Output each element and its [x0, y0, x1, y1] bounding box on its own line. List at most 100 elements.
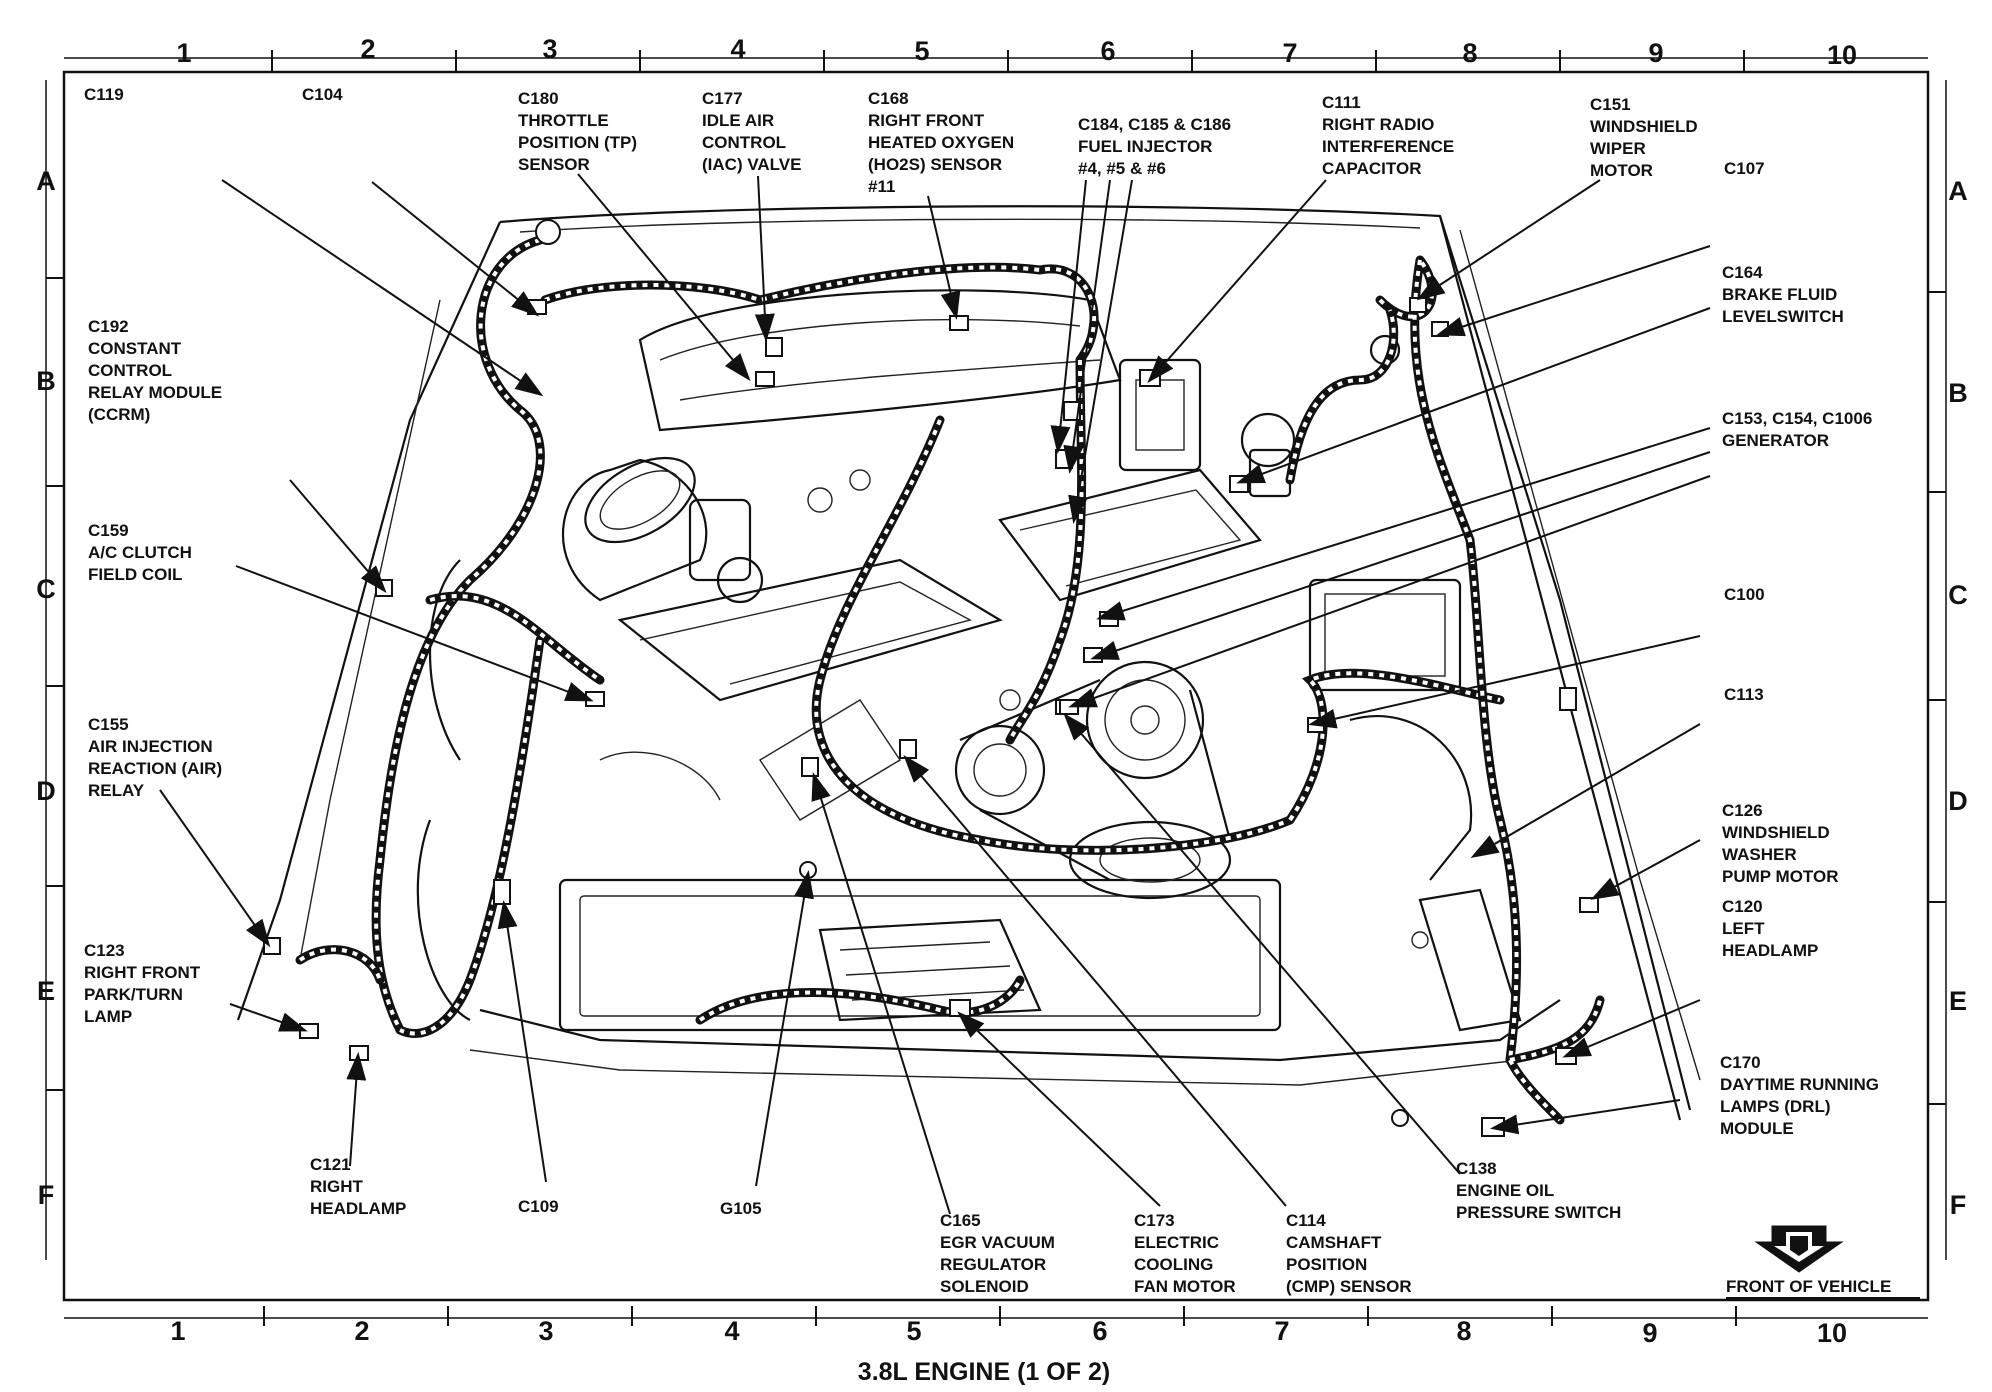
callout-c165: C165 EGR VACUUM REGULATOR SOLENOID: [940, 1211, 1055, 1296]
callout-line: #4, #5 & #6: [1078, 159, 1166, 178]
callout-line: C164: [1722, 263, 1763, 282]
callout-line: PRESSURE SWITCH: [1456, 1203, 1621, 1222]
callout-c113: C113: [1724, 685, 1764, 704]
callout-c109: C109: [518, 1197, 559, 1216]
callout-line: POSITION (TP): [518, 133, 637, 152]
column-label: 1: [176, 38, 191, 68]
row-label: A: [36, 166, 56, 196]
column-label: 10: [1817, 1318, 1847, 1348]
column-label: 3: [542, 34, 557, 64]
right-ruler: [1928, 80, 1947, 1260]
callout-line: AIR INJECTION: [88, 737, 213, 756]
top-ruler: [64, 50, 1928, 72]
callout-line: C153, C154, C1006: [1722, 409, 1872, 428]
callout-line: C107: [1724, 159, 1765, 178]
callout-c180: C180 THROTTLE POSITION (TP) SENSOR: [518, 89, 637, 174]
callout-line: REGULATOR: [940, 1255, 1046, 1274]
callout-line: C109: [518, 1197, 559, 1216]
callout-line: (IAC) VALVE: [702, 155, 801, 174]
connector: [765, 337, 783, 357]
callout-line: C113: [1724, 685, 1764, 704]
callout-c120: C120 LEFT HEADLAMP: [1722, 897, 1818, 960]
column-label: 2: [360, 34, 375, 64]
column-label: 7: [1274, 1316, 1289, 1346]
callout-line: ELECTRIC: [1134, 1233, 1219, 1252]
row-label: E: [1949, 986, 1967, 1016]
callout-line: SOLENOID: [940, 1277, 1029, 1296]
column-label: 4: [724, 1316, 739, 1346]
callout-line: RIGHT FRONT: [868, 111, 985, 130]
callout-line: RIGHT FRONT: [84, 963, 201, 982]
callout-line: CONSTANT: [88, 339, 182, 358]
column-label: 5: [906, 1316, 921, 1346]
callout-line: ENGINE OIL: [1456, 1181, 1554, 1200]
callout-line: LAMP: [84, 1007, 132, 1026]
callout-line: C192: [88, 317, 129, 336]
callout-line: THROTTLE: [518, 111, 609, 130]
connector: [1055, 449, 1073, 469]
leader-lines: [159, 173, 1711, 1215]
row-labels-left: A B C D E F: [36, 166, 56, 1210]
callout-c114: C114 CAMSHAFT POSITION (CMP) SENSOR: [1286, 1211, 1412, 1296]
connector: [1229, 475, 1249, 493]
callout-line: EGR VACUUM: [940, 1233, 1055, 1252]
connector: [1059, 699, 1079, 715]
callout-line: CONTROL: [702, 133, 786, 152]
callout-line: C111: [1322, 93, 1361, 112]
connector: [899, 739, 917, 759]
callout-line: PARK/TURN: [84, 985, 183, 1004]
connector: [1307, 717, 1325, 733]
connector: [299, 1023, 319, 1039]
callout-line: RELAY MODULE: [88, 383, 222, 402]
column-labels-top: 1 2 3 4 5 6 7 8 9 10: [176, 34, 1857, 70]
callout-line: C100: [1724, 585, 1765, 604]
callout-line: FAN MOTOR: [1134, 1277, 1236, 1296]
connector: [949, 315, 969, 331]
column-label: 9: [1648, 38, 1663, 68]
front-of-vehicle-indicator: FRONT OF VEHICLE: [1726, 1225, 1920, 1299]
column-label: 4: [730, 34, 745, 64]
connector: [755, 371, 775, 387]
callout-line: REACTION (AIR): [88, 759, 222, 778]
callout-line: LEFT: [1722, 919, 1765, 938]
callout-line: C120: [1722, 897, 1763, 916]
callout-c184: C184, C185 & C186 FUEL INJECTOR #4, #5 &…: [1078, 115, 1231, 178]
callout-line: RIGHT: [310, 1177, 364, 1196]
column-label: 1: [170, 1316, 185, 1346]
callout-c151: C151 WINDSHIELD WIPER MOTOR: [1590, 95, 1698, 180]
row-labels-right: A B C D E F: [1948, 176, 1968, 1220]
callout-line: C121: [310, 1155, 351, 1174]
connector: [527, 299, 547, 315]
callout-c168: C168 RIGHT FRONT HEATED OXYGEN (HO2S) SE…: [868, 89, 1014, 196]
callout-line: INTERFERENCE: [1322, 137, 1454, 156]
callout-line: HEADLAMP: [310, 1199, 406, 1218]
row-label: F: [38, 1180, 55, 1210]
callout-line: WINDSHIELD: [1590, 117, 1698, 136]
callout-c173: C173 ELECTRIC COOLING FAN MOTOR: [1134, 1211, 1236, 1296]
callout-line: G105: [720, 1199, 762, 1218]
callout-line: CAMSHAFT: [1286, 1233, 1382, 1252]
callout-line: WIPER: [1590, 139, 1646, 158]
ground-terminal: [1391, 1109, 1409, 1127]
left-ruler: [45, 80, 64, 1260]
callout-line: #11: [868, 177, 895, 196]
callout-line: HEADLAMP: [1722, 941, 1818, 960]
callout-line: GENERATOR: [1722, 431, 1829, 450]
callout-line: LEVELSWITCH: [1722, 307, 1844, 326]
callout-line: C104: [302, 85, 343, 104]
callout-line: CAPACITOR: [1322, 159, 1422, 178]
callout-line: C173: [1134, 1211, 1175, 1230]
callout-c123: C123 RIGHT FRONT PARK/TURN LAMP: [84, 941, 201, 1026]
column-labels-bottom: 1 2 3 4 5 6 7 8 9 10: [170, 1316, 1847, 1348]
column-label: 2: [354, 1316, 369, 1346]
callout-line: C138: [1456, 1159, 1497, 1178]
column-label: 7: [1282, 38, 1297, 68]
callout-c104: C104: [302, 85, 343, 104]
callout-line: A/C CLUTCH: [88, 543, 192, 562]
callout-line: C177: [702, 89, 743, 108]
callout-g105: G105: [720, 1199, 762, 1218]
callout-line: C165: [940, 1211, 981, 1230]
callout-line: FIELD COIL: [88, 565, 182, 584]
callout-line: POSITION: [1286, 1255, 1367, 1274]
callout-line: C151: [1590, 95, 1631, 114]
